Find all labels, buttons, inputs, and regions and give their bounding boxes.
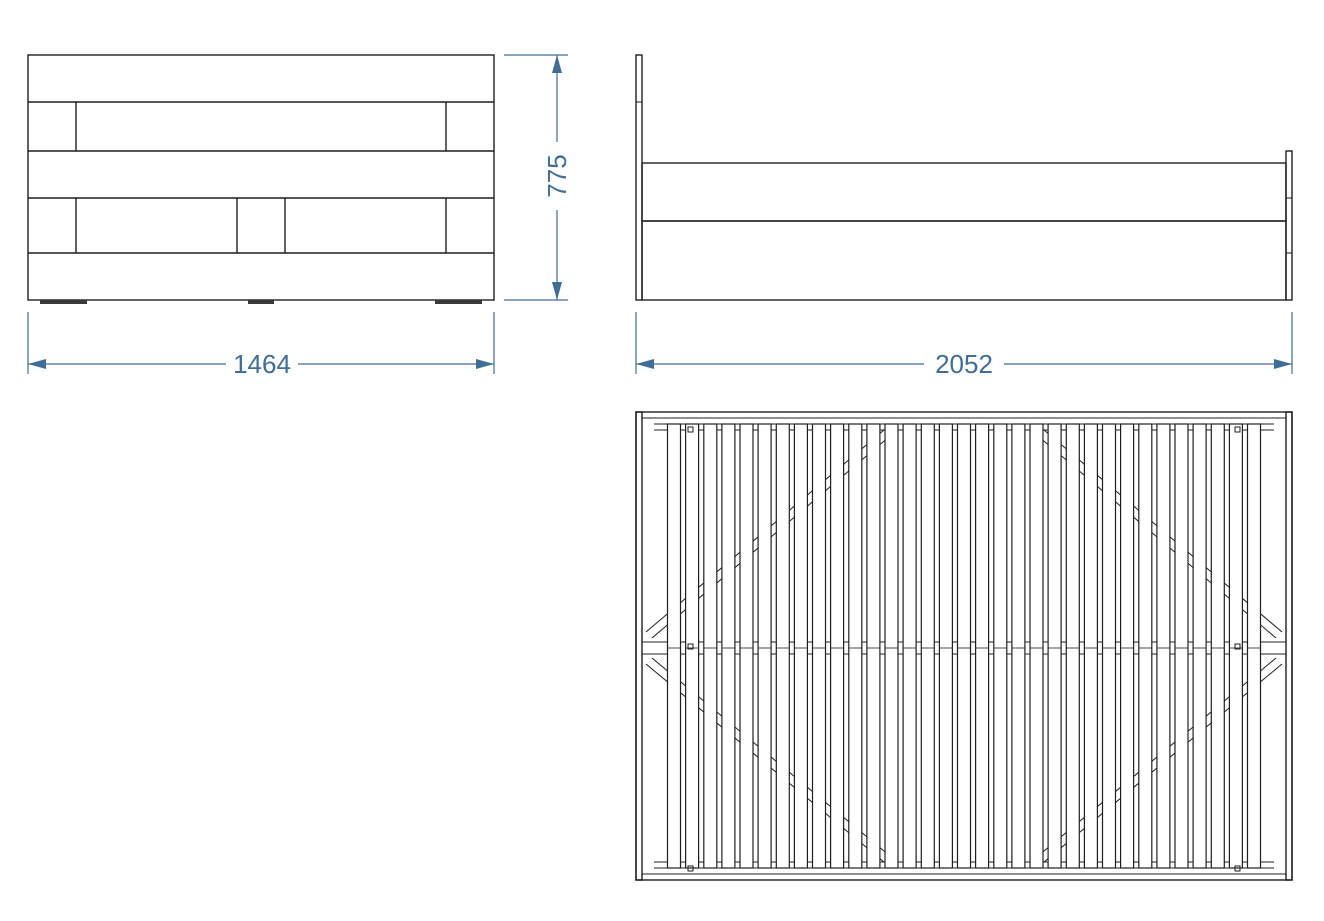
width-label: 1464 [233,349,291,379]
slat [1174,423,1189,869]
slat [848,423,863,869]
height-label: 775 [542,154,572,197]
slat [829,423,845,869]
slat [1192,423,1207,869]
slat [902,423,917,869]
slat [993,423,1008,869]
slat [793,423,809,869]
slat [703,423,718,869]
slat [721,423,736,869]
slat [866,423,881,869]
slat [974,423,990,869]
foot-left [40,300,87,304]
slat [811,423,827,869]
slat [884,423,899,869]
slat [666,423,682,869]
slat [1119,423,1135,869]
length-label: 2052 [935,349,993,379]
slat [956,423,972,869]
top-view [635,411,1293,881]
slats [666,423,1262,869]
width-dimension: 1464 [27,312,495,379]
length-dimension: 2052 [635,312,1293,379]
front-view [27,54,495,304]
slat [920,423,935,869]
slat [1210,423,1225,869]
slat [1228,423,1244,869]
slat [1011,423,1026,869]
slat [1138,423,1153,869]
slat [1101,423,1117,869]
slat [1156,423,1171,869]
slat [1047,423,1062,869]
slat [1246,423,1262,869]
slat [684,423,700,869]
height-dimension: 775 [504,54,572,301]
slat [757,423,772,869]
slat [775,423,790,869]
foot-right [435,300,482,304]
side-view [635,54,1293,301]
foot-middle [248,300,274,304]
slat [1029,423,1044,869]
slat [739,423,754,869]
slat [1083,423,1099,869]
slat [938,423,954,869]
connector-marks [687,426,1241,872]
slat [1065,423,1080,869]
